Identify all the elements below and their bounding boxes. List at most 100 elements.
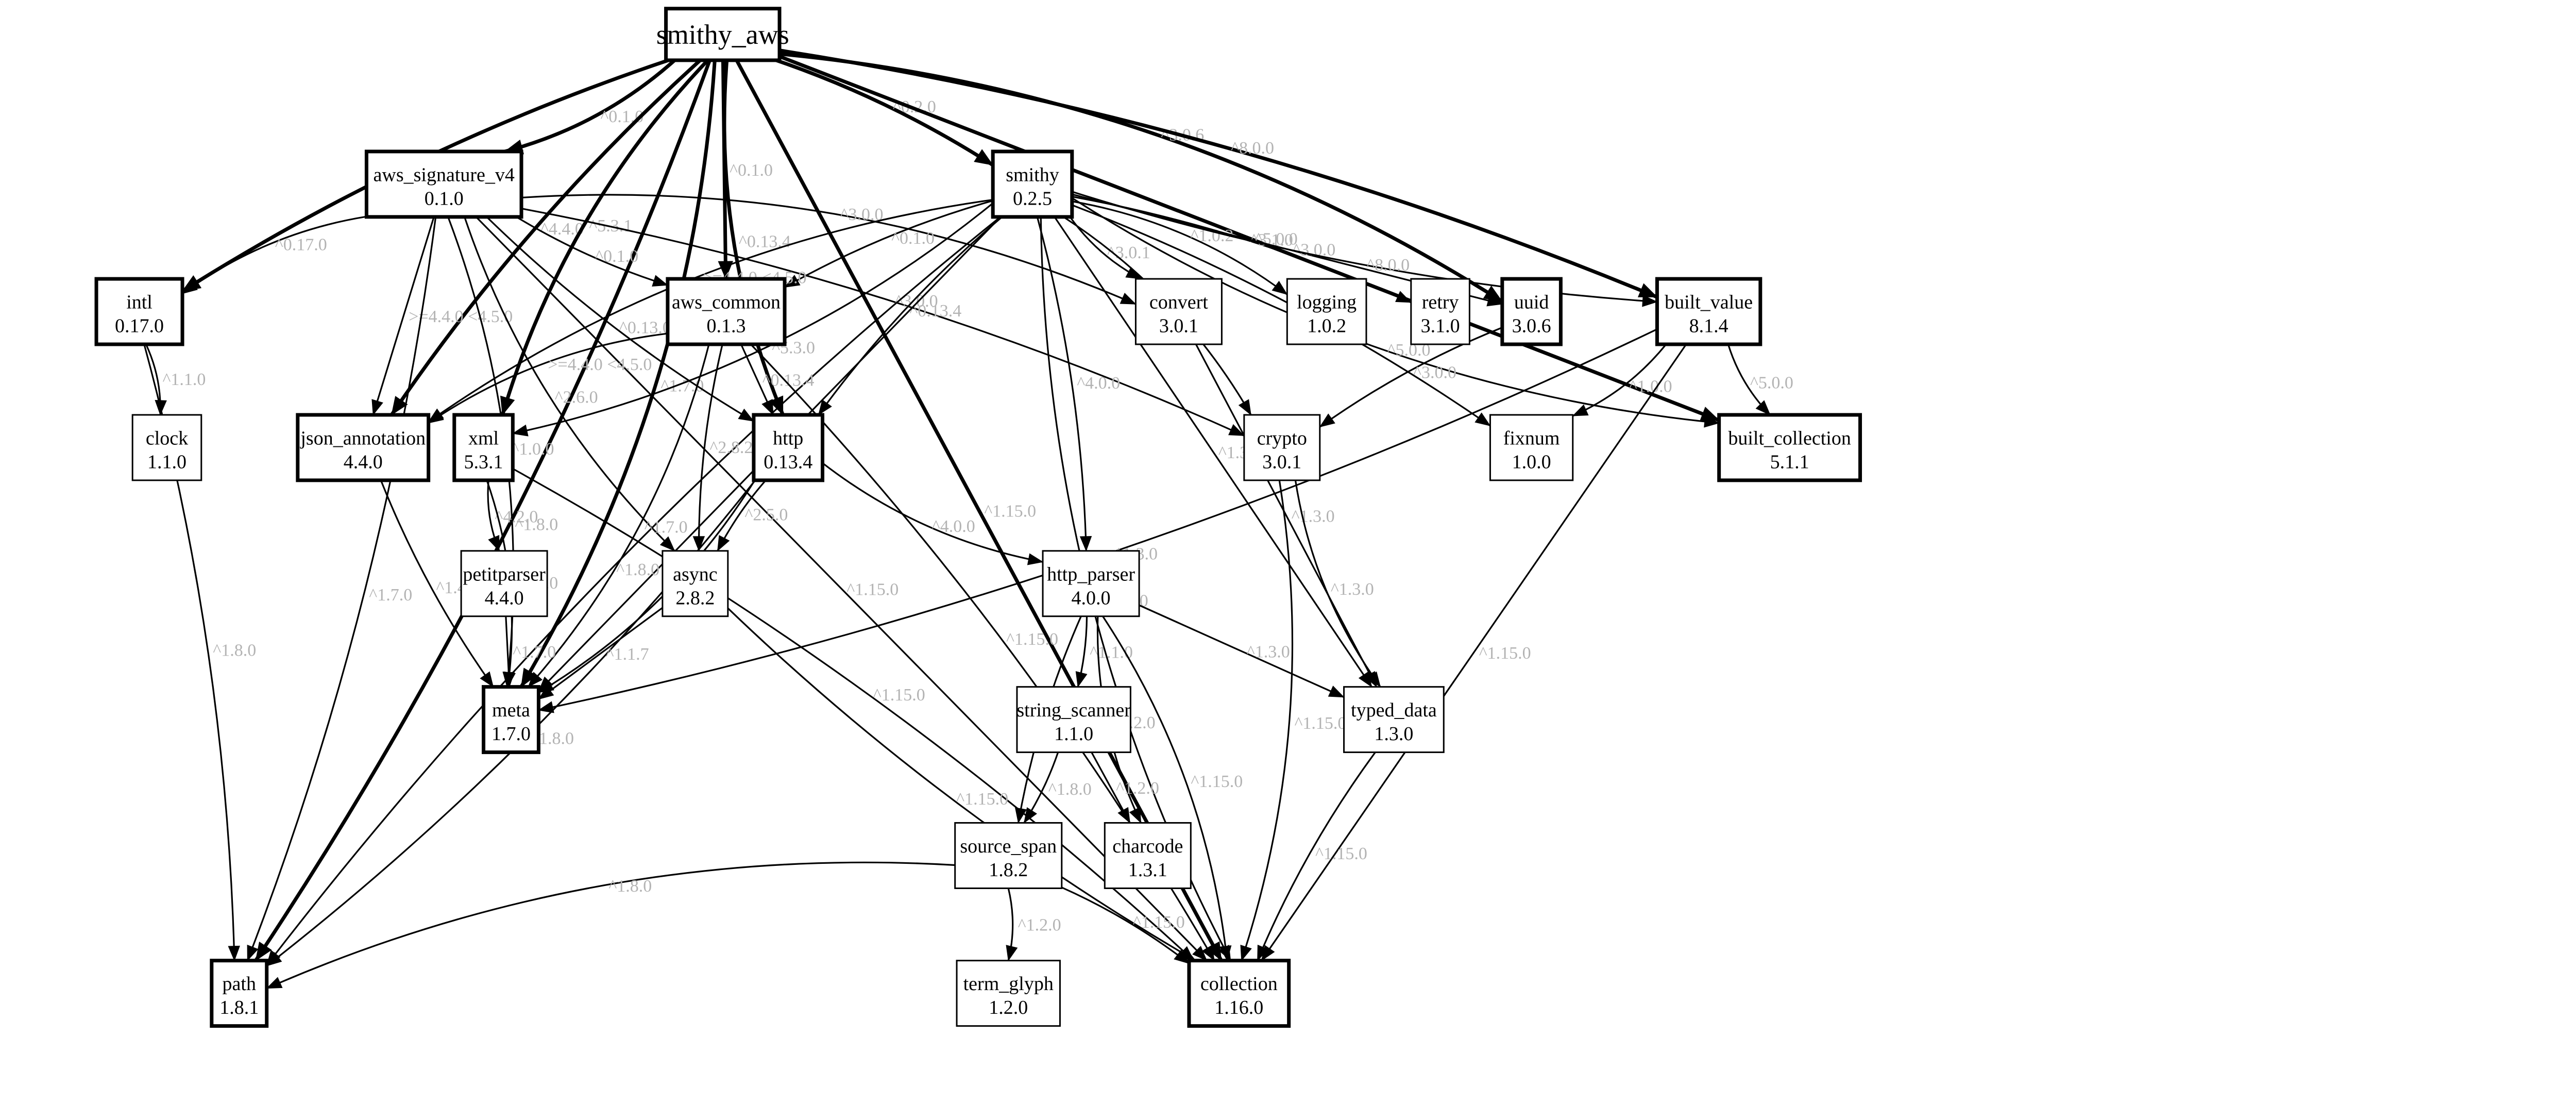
edge-label: ^1.15.0: [1479, 644, 1531, 663]
edge-arrowhead: [1174, 949, 1190, 964]
node-smithy-aws[interactable]: smithy_aws: [656, 7, 789, 62]
edge-source-span-to-collection: ^1.15.0: [1061, 886, 1190, 964]
edge-arrowhead: [1240, 944, 1252, 962]
node-box: [1042, 550, 1140, 617]
edge-arrowhead: [520, 667, 537, 688]
node-aws-signature-v4[interactable]: aws_signature_v40.1.0: [364, 149, 523, 219]
node-box: [1489, 414, 1574, 481]
edge-line: [779, 48, 1658, 299]
edge-line: [266, 216, 1001, 966]
edge-smithy-to-http-parser: ^4.0.0: [1036, 216, 1120, 552]
edge-arrowhead: [255, 941, 272, 961]
edge-arrowhead: [1475, 412, 1491, 426]
edge-arrowhead: [761, 399, 774, 416]
edge-intl-to-clock: ^1.1.0: [145, 344, 206, 416]
edge-arrowhead: [1006, 945, 1018, 962]
edge-label: ^2.5.0: [744, 506, 788, 525]
edge-label: ^1.7.0: [645, 517, 688, 537]
edge-arrowhead: [228, 945, 240, 962]
edge-arrowhead: [1201, 945, 1215, 961]
package-name: intl: [126, 292, 152, 313]
node-box: [460, 550, 548, 617]
edge-line: [1054, 216, 1372, 688]
edge-line: [1261, 344, 1687, 961]
node-box: [1500, 277, 1563, 346]
edge-label: ^1.8.0: [616, 560, 659, 579]
package-version: 8.1.4: [1689, 315, 1728, 337]
package-name: aws_signature_v4: [374, 164, 515, 186]
package-version: 4.0.0: [1072, 587, 1111, 609]
package-version: 4.4.0: [485, 587, 524, 609]
package-name: built_collection: [1728, 427, 1851, 449]
package-name: petitparser: [463, 563, 546, 585]
edge-line: [475, 216, 1208, 961]
edge-arrowhead: [692, 536, 705, 552]
edge-line: [521, 208, 1245, 437]
edge-line: [818, 216, 1003, 415]
edge-arrowhead: [1120, 293, 1137, 305]
edge-arrowhead: [266, 952, 282, 966]
edge-label: ^8.0.0: [1366, 256, 1410, 275]
edge-smithy-to-aws-common: ^0.1.0: [784, 199, 993, 288]
package-version: 0.17.0: [115, 315, 164, 337]
edge-line: [512, 202, 994, 434]
edge-arrowhead: [652, 275, 669, 287]
edge-arrowhead: [538, 685, 554, 700]
edge-label: ^1.8.0: [608, 877, 652, 896]
edge-petitparser-to-meta: ^1.7.0: [502, 616, 556, 688]
edge-smithy-aws-to-http: ^0.13.4: [722, 60, 791, 416]
package-name: path: [223, 973, 256, 995]
edge-arrowhead: [1319, 413, 1335, 428]
node-box: [662, 550, 729, 617]
edge-smithy-to-http: ^0.13.4: [818, 216, 1003, 416]
edge-aws-signature-v4-to-json-annotation: >=4.4.0 <4.5.0: [371, 216, 513, 416]
edge-arrowhead: [1192, 946, 1208, 961]
edge-smithy-aws-to-path: ^1.8.0: [254, 59, 711, 962]
edge-arrowhead: [266, 977, 283, 989]
edge-arrowhead: [1228, 424, 1245, 436]
edge-smithy-aws-to-smithy: ^0.2.0: [775, 58, 994, 167]
package-version: 5.3.1: [464, 451, 503, 473]
edge-label: ^1.15.0: [1006, 630, 1058, 649]
edge-label: ^1.0.0: [1629, 377, 1672, 396]
node-box: [991, 149, 1074, 219]
edge-line: [1072, 191, 1657, 303]
package-version: 1.2.0: [989, 997, 1028, 1018]
edge-label: ^1.15.0: [956, 790, 1008, 809]
edge-aws-common-to-http: ^0.13.4: [740, 344, 815, 416]
edge-line: [722, 60, 785, 416]
edge-line: [1257, 751, 1376, 961]
package-name: source_span: [960, 835, 1057, 857]
edge-label: ^1.1.0: [1090, 643, 1133, 662]
edge-crypto-to-collection: ^1.15.0: [1240, 480, 1346, 962]
edge-label: ^1.2.0: [1018, 916, 1061, 935]
edge-arrowhead: [1395, 291, 1412, 303]
